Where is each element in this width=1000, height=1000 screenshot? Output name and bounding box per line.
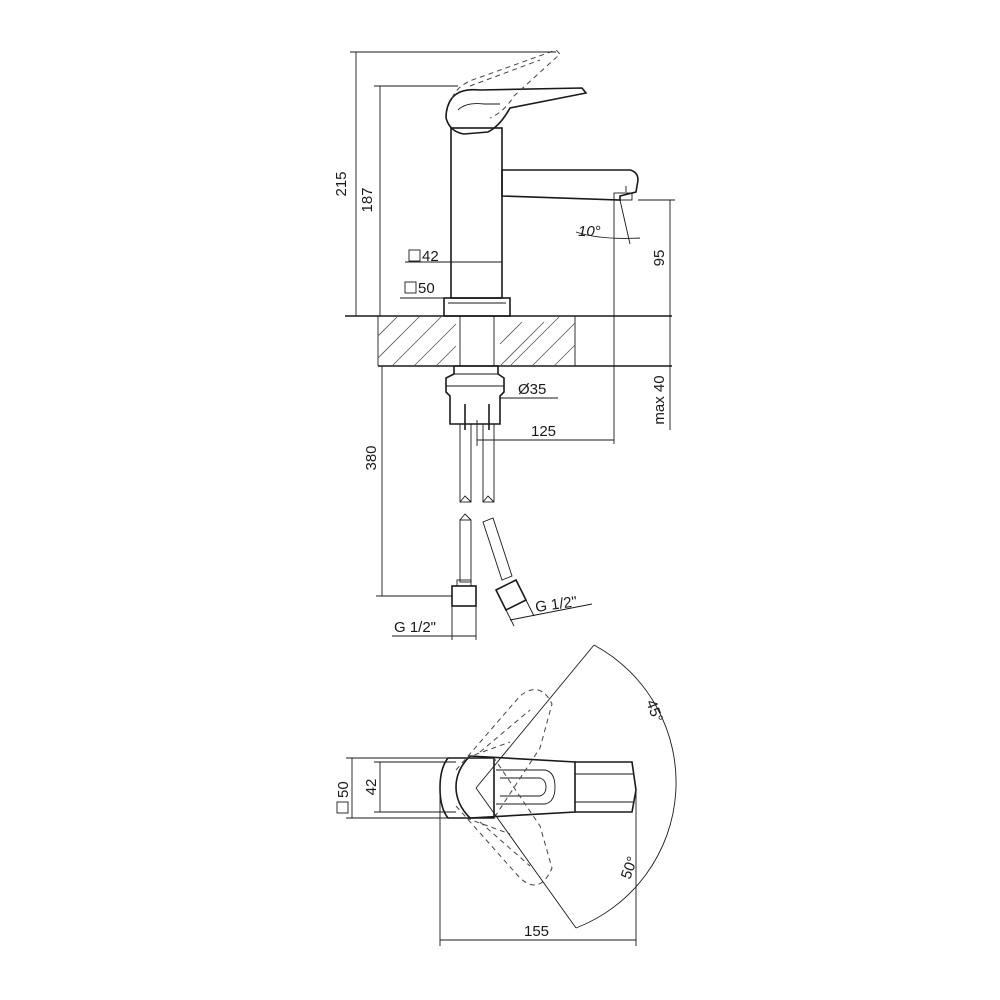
dim-angle-45: 45° — [642, 698, 666, 725]
dim-380: 380 — [363, 445, 380, 470]
dim-95: 95 — [651, 250, 668, 267]
side-view: 215 187 42 50 10° 95 max 40 Ø35 — [333, 49, 675, 640]
hose-right-lower — [482, 517, 513, 581]
svg-text:42: 42 — [422, 248, 439, 265]
dim-diameter-35: Ø35 — [518, 381, 546, 398]
base-flange — [443, 297, 511, 317]
dim-square-42: 42 — [405, 248, 451, 265]
top-dim-155: 155 — [524, 923, 549, 940]
top-dim-square-50: 50 — [335, 781, 352, 814]
rotation-arc — [575, 644, 677, 929]
threaded-shank — [459, 315, 495, 367]
top-handle-rotated-50 — [455, 757, 553, 886]
top-handle-lever — [455, 755, 576, 819]
dim-square-50: 50 — [400, 280, 444, 299]
spout — [501, 169, 639, 201]
top-dim-42: 42 — [363, 779, 380, 796]
dim-angle-50: 50° — [618, 854, 642, 881]
countertop — [345, 315, 672, 367]
connector-right — [494, 578, 528, 612]
top-view: 45° 50° 50 42 155 — [335, 644, 677, 946]
hose-left-lower — [459, 519, 472, 583]
countertop-hatching — [377, 315, 576, 367]
faucet-body — [450, 127, 503, 299]
hose-right-upper — [482, 423, 495, 503]
top-body — [439, 757, 495, 819]
top-spout — [575, 761, 637, 813]
dim-connection-left: G 1/2" — [394, 619, 436, 636]
dim-max-40: max 40 — [651, 375, 668, 424]
handle-lever-open — [451, 49, 561, 119]
svg-text:50: 50 — [418, 280, 435, 297]
fixing-nut — [445, 365, 505, 425]
dim-connection-right: G 1/2" — [534, 593, 578, 616]
dim-215: 215 — [333, 171, 350, 196]
top-handle-rotated-45 — [455, 689, 553, 819]
handle-lever — [445, 87, 588, 135]
connector-left — [451, 585, 477, 607]
dim-187: 187 — [359, 187, 376, 212]
hose-left-upper — [459, 423, 472, 503]
dim-spout-angle: 10° — [578, 223, 601, 240]
svg-text:50: 50 — [335, 781, 352, 798]
dim-125: 125 — [531, 423, 556, 440]
aerator — [613, 192, 633, 201]
